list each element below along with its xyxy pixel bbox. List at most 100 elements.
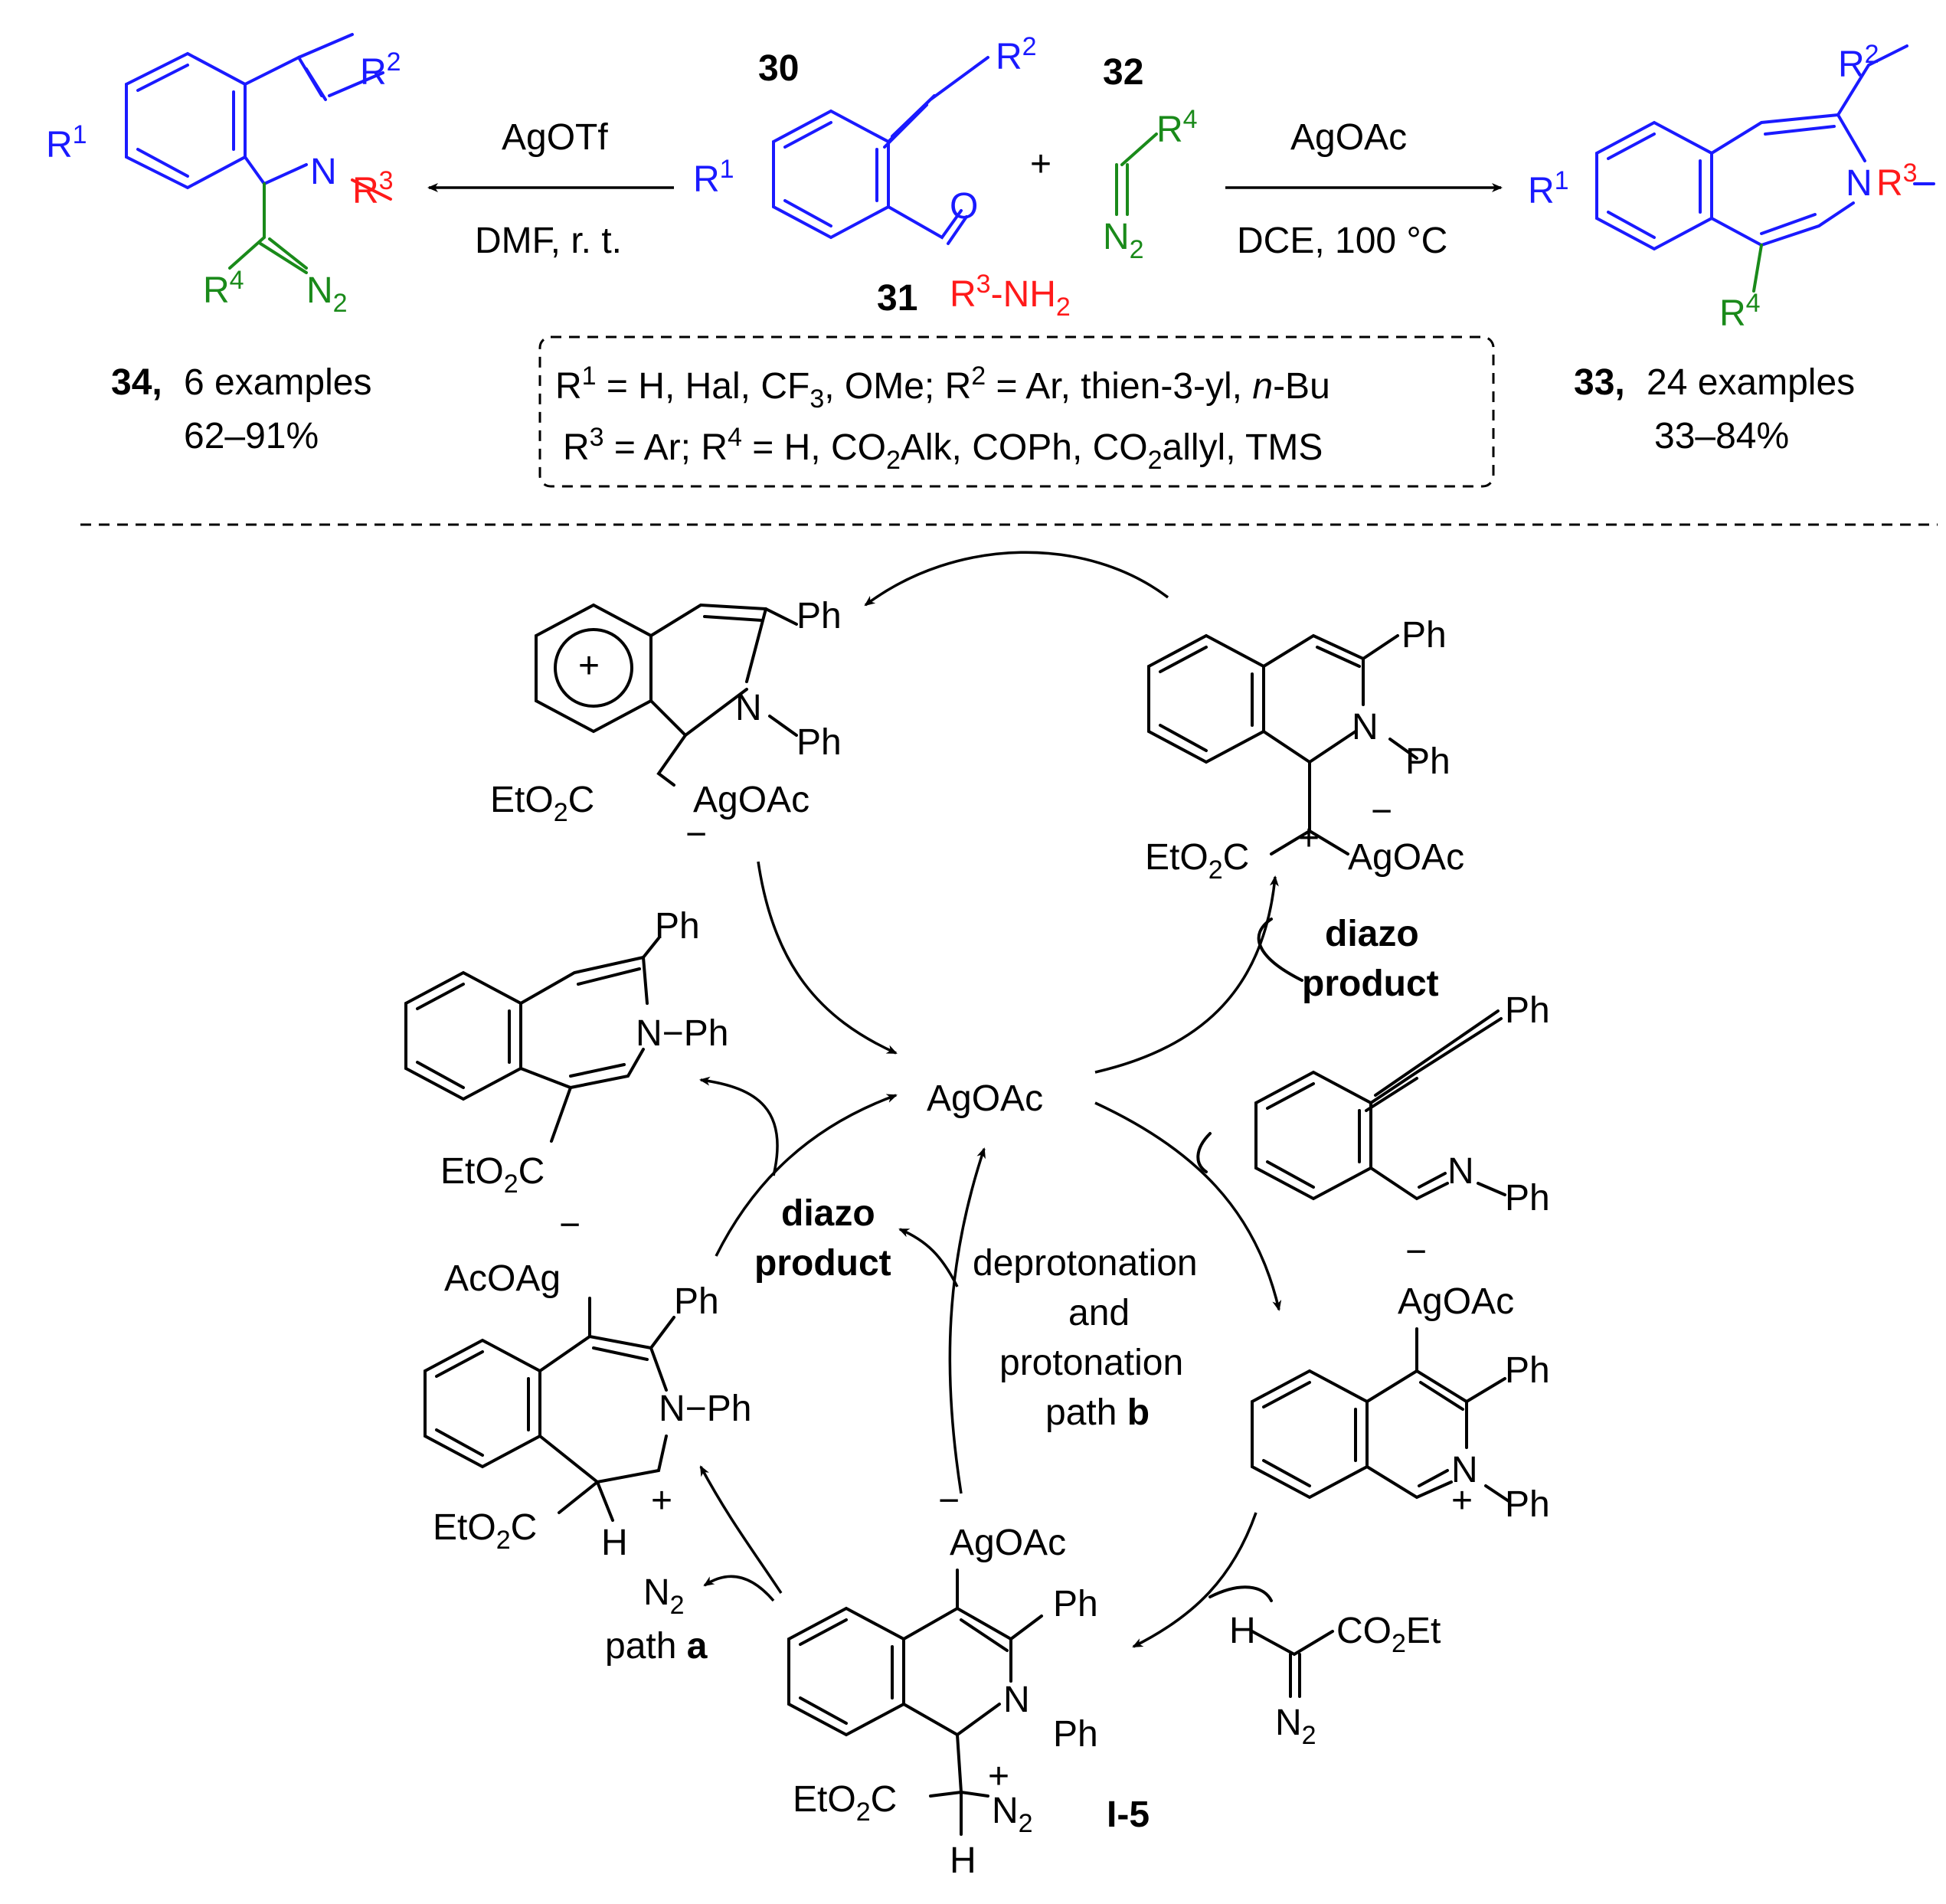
cation-plus: + xyxy=(578,646,600,686)
atom-o: O xyxy=(950,186,978,227)
arrow-I-5-to-catalyst xyxy=(948,1147,986,1494)
arrow-to-catalyst-left xyxy=(757,861,898,1055)
ph-label: Ph xyxy=(1053,1714,1098,1755)
n-label: N xyxy=(735,688,762,728)
arrow-n2-release xyxy=(703,1575,775,1602)
ph-label: Ph xyxy=(796,722,842,763)
eto2c-label: EtO2C xyxy=(440,1151,545,1199)
co2et-label: CO2Et xyxy=(1336,1611,1441,1658)
left-reagent: AgOTf xyxy=(502,117,608,158)
n-ph-label: N−Ph xyxy=(636,1013,728,1054)
atom-n: N xyxy=(310,152,337,192)
arrow-edaz-in xyxy=(1208,1585,1273,1602)
n-label: N xyxy=(1352,707,1379,748)
ph-label: Ph xyxy=(1053,1584,1098,1624)
minus-label: − xyxy=(938,1480,960,1521)
intermediate-I-5: − AgOAc Ph N Ph EtO2C + N2 H xyxy=(787,1480,1098,1881)
h-label: H xyxy=(601,1523,628,1563)
arrow-to-isoquinolinium xyxy=(1094,1101,1282,1311)
n2-label: N2 xyxy=(992,1791,1033,1838)
atom-r2-30: R2 xyxy=(996,32,1037,77)
path-b-line-2: and xyxy=(1068,1293,1130,1333)
plus-label: + xyxy=(1298,818,1320,859)
arrow-diazo-release xyxy=(1257,918,1303,982)
acoag-label: AcOAg xyxy=(444,1258,561,1299)
minus-label: − xyxy=(1405,1232,1427,1272)
n-label: N xyxy=(1451,1450,1478,1490)
left-conditions: DMF, r. t. xyxy=(475,221,622,261)
compound-32-label: 32 xyxy=(1103,52,1143,93)
intermediate-benzazepinium: − AcOAg Ph N−Ph + EtO2C H xyxy=(424,1205,751,1563)
h-label: H xyxy=(1229,1611,1256,1651)
diazo-product-b-2: product xyxy=(754,1243,891,1284)
agoac-label: AgOAc xyxy=(950,1523,1066,1563)
arrow-to-top-right xyxy=(1094,875,1279,1074)
product-34-yield: 62–91% xyxy=(184,416,319,456)
ph-label: Ph xyxy=(1405,741,1451,782)
atom-n-33: N xyxy=(1846,163,1872,204)
path-b-line-1: deprotonation xyxy=(973,1243,1198,1284)
product-34-examples: 6 examples xyxy=(184,362,371,403)
diazo-product-label-2: product xyxy=(1302,963,1439,1004)
arrow-imine-in xyxy=(1196,1132,1212,1173)
compound-31-label: 31 xyxy=(877,278,917,319)
arrow-to-I-5 xyxy=(1132,1512,1258,1648)
path-b-line-3: protonation xyxy=(999,1343,1183,1383)
catalyst-agoac: AgOAc xyxy=(927,1078,1043,1119)
arrow-diazo-release-b xyxy=(898,1228,959,1287)
atom-r4-33: R4 xyxy=(1719,289,1761,334)
right-reagent: AgOAc xyxy=(1290,117,1407,158)
minus-label: − xyxy=(1371,791,1392,832)
atom-r2: R2 xyxy=(360,47,401,93)
diazo-product-b-1: diazo xyxy=(781,1193,875,1234)
intermediate-top-right: Ph N Ph EtO2C + AgOAc − xyxy=(1145,615,1464,885)
agoac-label: AgOAc xyxy=(1398,1281,1514,1322)
atom-n2: N2 xyxy=(306,270,348,318)
product-34-structure: R1 R2 N R3 R4 N2 xyxy=(46,33,401,318)
eto2c-label: EtO2C xyxy=(433,1507,537,1555)
minus-label: − xyxy=(559,1205,581,1245)
atom-r3-33: R3 xyxy=(1876,159,1918,204)
compound-30-structure: R1 R2 O xyxy=(693,32,1037,245)
substituents-line-2: R3 = Ar; R4 = H, CO2Alk, COPh, CO2allyl,… xyxy=(563,423,1323,475)
atom-n2-32: N2 xyxy=(1103,217,1144,264)
plus-label: + xyxy=(988,1756,1009,1797)
ph-label: Ph xyxy=(1505,1178,1550,1219)
diazo-product-label-1: diazo xyxy=(1325,914,1419,954)
ph-label: Ph xyxy=(1505,1484,1550,1525)
ph-label: Ph xyxy=(655,906,700,947)
intermediate-I-5-label: I-5 xyxy=(1107,1794,1150,1835)
arrow-cycle-top xyxy=(864,551,1169,607)
product-33-yield: 33–84% xyxy=(1654,416,1789,456)
minus-label: − xyxy=(685,814,707,855)
atom-r3: R3 xyxy=(352,166,394,211)
substituents-line-1: R1 = H, Hal, CF3, OMe; R2 = Ar, thien-3-… xyxy=(555,361,1330,414)
path-b-line-4: path b xyxy=(1045,1392,1150,1433)
right-conditions: DCE, 100 °C xyxy=(1237,221,1447,261)
benzazepine-product: Ph N−Ph EtO2C xyxy=(404,906,728,1199)
plus-label: + xyxy=(651,1480,672,1521)
product-33-structure: R1 R2 N R3 R4 xyxy=(1528,40,1935,334)
arrow-path-a xyxy=(699,1465,783,1594)
n-label: N xyxy=(1003,1680,1030,1720)
agoac-label: AgOAc xyxy=(1348,837,1464,878)
n-ph-label: N−Ph xyxy=(659,1389,751,1429)
isoquinolinium-intermediate: − AgOAc Ph N + Ph xyxy=(1251,1232,1550,1525)
ph-label: Ph xyxy=(1505,990,1550,1031)
arrow-to-catalyst-bottom-left xyxy=(715,1094,898,1257)
h-label: H xyxy=(950,1840,976,1881)
ph-label: Ph xyxy=(674,1281,719,1322)
n2-label: N2 xyxy=(1275,1703,1316,1750)
atom-r1: R1 xyxy=(46,120,87,165)
ethyl-diazoacetate: H CO2Et N2 xyxy=(1229,1611,1441,1750)
agoac-label: AgOAc xyxy=(693,780,809,820)
substituent-box xyxy=(538,335,1495,488)
atom-r4-32: R4 xyxy=(1156,105,1198,150)
intermediate-top-left: + Ph N Ph EtO2C AgOAc − xyxy=(490,596,842,855)
amine-r3nh2: R3-NH2 xyxy=(950,270,1071,322)
product-34-number: 34, xyxy=(111,362,162,403)
plus-label: + xyxy=(1451,1480,1473,1521)
arrow-to-benzazepine xyxy=(699,1076,779,1176)
eto2c-label: EtO2C xyxy=(1145,837,1249,885)
